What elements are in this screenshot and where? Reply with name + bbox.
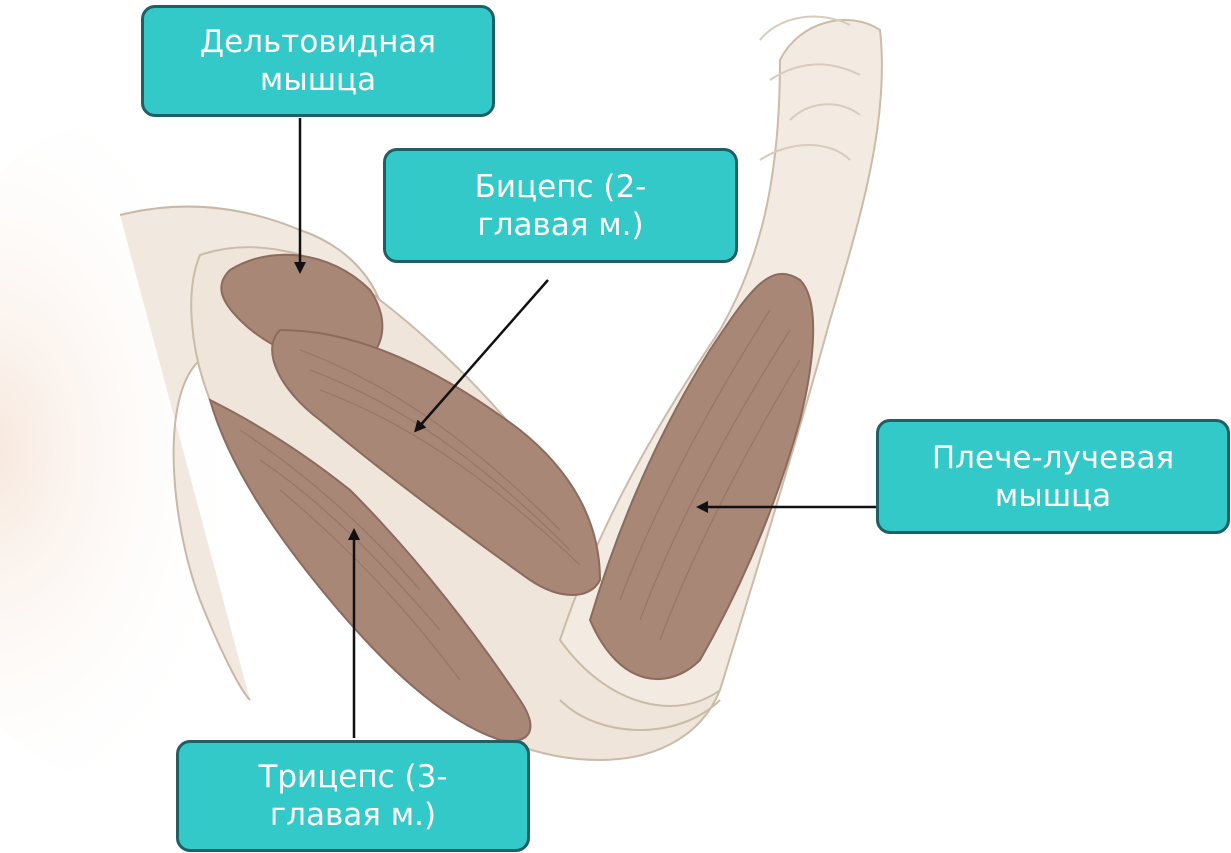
label-triceps-text: Трицепс (3- главая м.) xyxy=(258,758,447,834)
brachioradialis-muscle xyxy=(590,274,813,679)
label-triceps: Трицепс (3- главая м.) xyxy=(176,740,530,852)
label-deltoid: Дельтовидная мышца xyxy=(141,5,495,117)
label-deltoid-text: Дельтовидная мышца xyxy=(200,23,436,99)
label-brachioradialis-text: Плече-лучевая мышца xyxy=(932,439,1174,515)
label-biceps-text: Бицепс (2- главая м.) xyxy=(475,168,647,244)
label-biceps: Бицепс (2- главая м.) xyxy=(383,148,738,263)
label-brachioradialis: Плече-лучевая мышца xyxy=(876,419,1230,534)
